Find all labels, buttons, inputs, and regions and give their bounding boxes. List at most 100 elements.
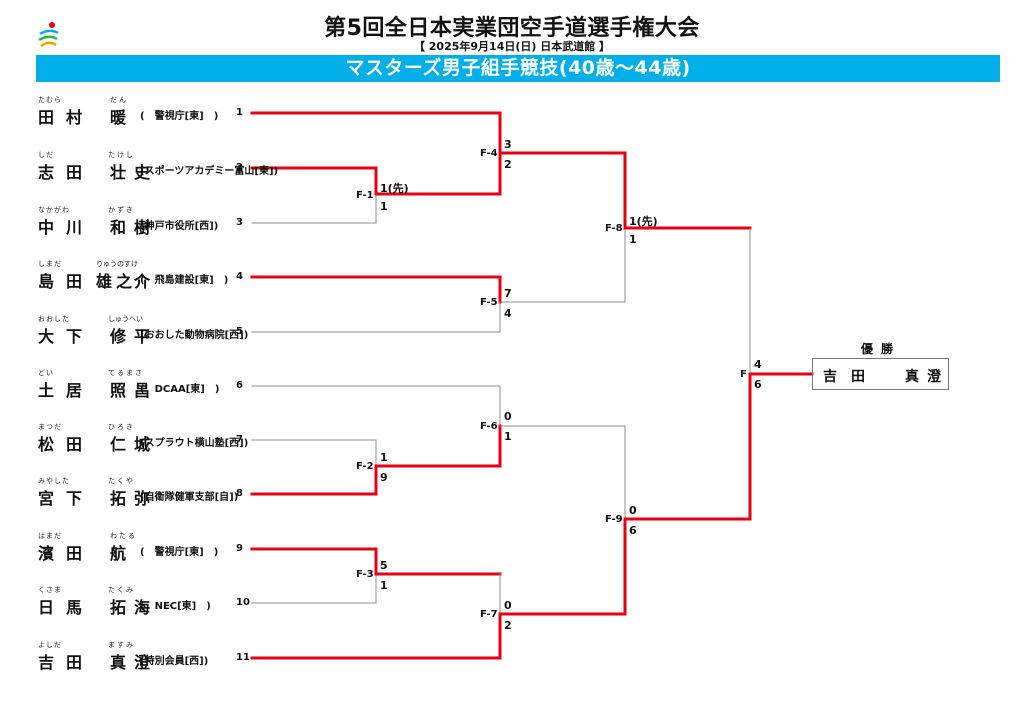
- ruby-char: ら: [54, 96, 61, 104]
- ruby-char: つ: [46, 423, 53, 431]
- match-top-score: 1: [380, 451, 388, 464]
- surname-char: 大: [38, 327, 55, 346]
- ruby-char: ま: [54, 586, 61, 594]
- ruby-char: し: [126, 151, 133, 159]
- player-row: くさまたくみ日馬拓海( NEC[東] )10: [36, 585, 266, 619]
- player-row: どいてるまさ土居照昌( DCAA[東] )6: [36, 368, 266, 402]
- player-seed: 5: [236, 326, 243, 337]
- player-affiliation: (スプラウト横山塾[西]): [140, 438, 249, 449]
- ruby-char: ま: [46, 532, 53, 540]
- surname-char: 馬: [66, 598, 83, 617]
- ruby-char: き: [126, 423, 133, 431]
- ruby-char: だ: [54, 641, 61, 649]
- ruby-char: だ: [54, 532, 61, 540]
- ruby-char: か: [46, 206, 53, 214]
- match-bottom-score: 1: [380, 579, 388, 592]
- given-char: 海: [134, 598, 151, 617]
- given-char: 雄: [96, 272, 113, 291]
- match-bottom-score: 4: [504, 307, 512, 320]
- ruby-char: や: [46, 477, 53, 485]
- player-row: はまだわたる濱田航( 警視庁[東] )9: [36, 531, 266, 565]
- ruby-char: み: [38, 477, 45, 485]
- ruby-char: い: [46, 369, 53, 377]
- ruby-char: だ: [54, 423, 61, 431]
- ruby-char: た: [108, 586, 115, 594]
- ruby-char: ろ: [117, 423, 124, 431]
- match-id: F-7: [480, 609, 498, 620]
- surname-char: 田: [66, 544, 83, 563]
- surname-char: 土: [38, 381, 55, 400]
- given-char: 之: [116, 272, 133, 291]
- federation-logo-icon: [38, 22, 59, 48]
- match-id: F-6: [480, 421, 498, 432]
- match-bottom-score: 6: [754, 378, 762, 391]
- player-row: しだたけし志田壮史(スポーツアカデミー富山[東])2: [36, 150, 278, 184]
- ruby-char: ど: [38, 369, 45, 377]
- ruby-char: や: [126, 477, 133, 485]
- ruby-char: だ: [54, 260, 61, 268]
- ruby-char: た: [62, 477, 69, 485]
- ruby-char: る: [117, 369, 124, 377]
- match-id: F-2: [356, 461, 374, 472]
- surname-char: 下: [66, 327, 83, 346]
- match-id: F-5: [480, 297, 498, 308]
- ruby-char: わ: [110, 532, 117, 540]
- ruby-char: き: [126, 206, 133, 214]
- surname-char: 田: [66, 163, 83, 182]
- ruby-char: りゅうのすけ: [96, 260, 138, 268]
- surname-char: 田: [66, 272, 83, 291]
- ruby-char: だ: [110, 96, 117, 104]
- ruby-char: ず: [117, 206, 124, 214]
- ruby-char: て: [108, 369, 115, 377]
- ruby-char: み: [126, 586, 133, 594]
- ruby-char: が: [54, 206, 61, 214]
- ruby-char: さ: [135, 369, 142, 377]
- player-affiliation: (おおした動物病院[西]): [140, 330, 249, 341]
- champion-surname-2: 田: [851, 369, 865, 385]
- surname-char: 中: [38, 218, 55, 237]
- match-top-score: 1(先): [629, 215, 658, 228]
- surname-char: 田: [66, 653, 83, 672]
- match-id: F-4: [480, 148, 498, 159]
- ruby-char: ひ: [108, 423, 115, 431]
- match-bottom-score: 1: [629, 233, 637, 246]
- given-char: 拓: [110, 489, 127, 508]
- surname-char: 志: [38, 163, 55, 182]
- given-char: 暖: [110, 108, 127, 127]
- surname-char: 田: [66, 435, 83, 454]
- surname-char: 川: [66, 218, 83, 237]
- player-affiliation: ( NEC[東] ): [140, 601, 211, 612]
- surname-char: 田: [38, 108, 55, 127]
- player-affiliation: ( 警視庁[東] ): [140, 547, 219, 558]
- event-banner: マスターズ男子組手競技(40歳～44歳): [36, 55, 1000, 82]
- given-char: 壮: [110, 163, 127, 182]
- ruby-char: し: [38, 151, 45, 159]
- match-top-score: 1(先): [380, 182, 409, 195]
- given-char: 城: [134, 435, 151, 454]
- ruby-char: し: [54, 477, 61, 485]
- player-seed: 7: [236, 434, 243, 445]
- tournament-title: 第5回全日本実業団空手道選手権大会: [324, 16, 700, 41]
- ruby-char: し: [46, 641, 53, 649]
- match-top-score: 0: [504, 410, 512, 423]
- player-row: みやしたたくや宮下拓弥(自衛隊健軍支部[自])8: [36, 476, 266, 510]
- player-seed: 6: [236, 380, 243, 391]
- ruby-char: く: [117, 477, 124, 485]
- player-affiliation: ( DCAA[東] ): [140, 384, 220, 395]
- given-char: 樹: [134, 218, 151, 237]
- ruby-char: け: [117, 151, 124, 159]
- match-bottom-score: 2: [504, 158, 512, 171]
- player-row: よしだますみ吉田真澄(特別会員[西])11: [36, 640, 266, 674]
- ruby-char: む: [46, 96, 53, 104]
- player-seed: 1: [236, 107, 243, 118]
- player-row: なかがわかずき中川和樹(神戸市役所[西])3: [36, 205, 266, 239]
- player-row: まつだひろき松田仁城(スプラウト横山塾[西])7: [36, 422, 266, 456]
- ruby-char: お: [46, 315, 53, 323]
- champion-label: 優勝: [860, 342, 901, 356]
- ruby-char: ん: [119, 96, 126, 104]
- ruby-char: は: [38, 532, 45, 540]
- match-top-score: 0: [504, 599, 512, 612]
- match-bottom-score: 6: [629, 524, 637, 537]
- ruby-char: ま: [108, 641, 115, 649]
